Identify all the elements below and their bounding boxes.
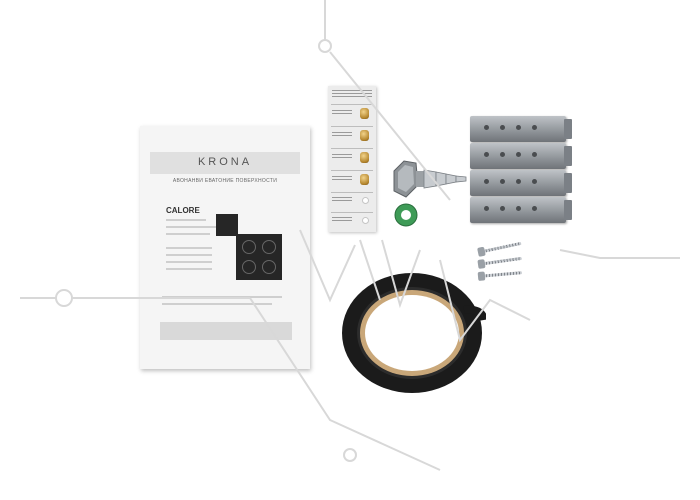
card-divider — [331, 170, 373, 171]
brass-injector — [360, 130, 369, 141]
card-divider — [331, 212, 373, 213]
manual-text-line — [166, 268, 212, 270]
card-divider — [331, 104, 373, 105]
card-label — [332, 217, 352, 223]
hob-image-large — [236, 234, 282, 280]
mounting-bracket — [470, 116, 572, 142]
card-label — [332, 132, 352, 138]
hob-burner — [262, 240, 276, 254]
manual-text-line — [166, 226, 216, 228]
sealing-tape-roll — [342, 273, 486, 393]
manual-text-line — [166, 254, 212, 256]
hob-burner — [242, 240, 256, 254]
screw — [477, 256, 522, 269]
manual-model: CALORE — [166, 206, 200, 215]
manual-subtitle: АВОНАНВИ ЕВАТОНИЕ ПОВЕРХНОСТИ — [172, 178, 278, 184]
manual-text-line — [162, 303, 272, 305]
card-divider — [331, 148, 373, 149]
instruction-manual: KRONA АВОНАНВИ ЕВАТОНИЕ ПОВЕРХНОСТИ CALO… — [140, 126, 310, 369]
manual-brand: KRONA — [197, 156, 253, 168]
mounting-bracket — [470, 143, 572, 169]
empty-injector-slot — [362, 197, 369, 204]
manual-text-line — [166, 261, 212, 263]
screw — [477, 241, 522, 257]
manual-text-line — [162, 296, 282, 298]
manual-text-line — [166, 233, 210, 235]
manual-footer-box — [160, 322, 292, 340]
card-divider — [331, 192, 373, 193]
card-label — [332, 110, 352, 116]
card-divider — [331, 126, 373, 127]
empty-injector-slot — [362, 217, 369, 224]
manual-text-line — [166, 247, 212, 249]
green-seal-ring — [394, 203, 418, 227]
card-label — [332, 197, 352, 203]
brass-injector — [360, 108, 369, 119]
card-label — [332, 154, 352, 160]
mounting-bracket — [470, 170, 572, 196]
manual-header-band — [150, 152, 300, 174]
brass-injector — [360, 174, 369, 185]
hob-image-small — [216, 214, 238, 236]
injector-card — [328, 86, 376, 232]
manual-text-line — [166, 219, 206, 221]
gas-hose-fitting — [393, 160, 467, 198]
mounting-bracket — [470, 197, 572, 223]
hob-burner — [262, 260, 276, 274]
card-label — [332, 176, 352, 182]
brass-injector — [360, 152, 369, 163]
hob-burner — [242, 260, 256, 274]
card-header-text — [332, 90, 372, 97]
